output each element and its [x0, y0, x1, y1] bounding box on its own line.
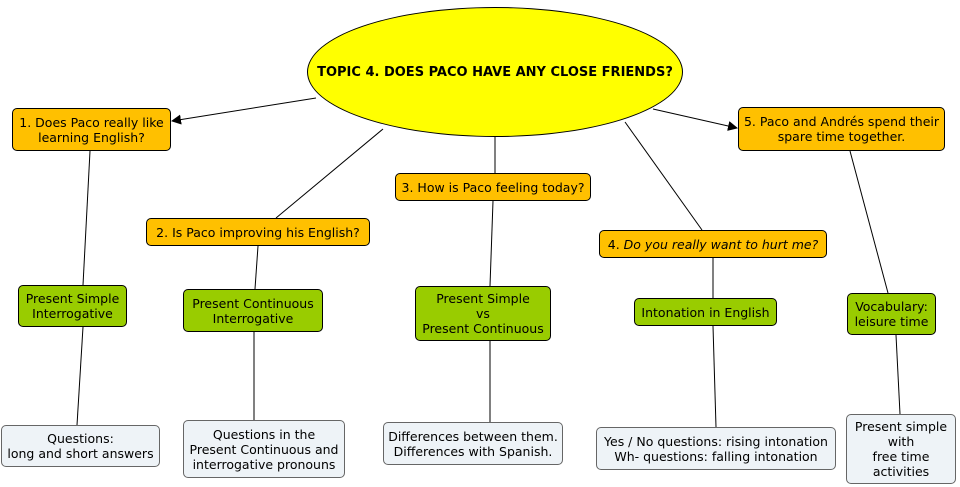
question-4-text: Do you really want to hurt me?	[623, 236, 819, 252]
connector-g5-d5	[895, 334, 901, 415]
grammar-3-box: Present Simple vs Present Continuous	[415, 286, 551, 341]
grammar-5-box: Vocabulary: leisure time	[847, 293, 936, 335]
connector-root-q2	[275, 128, 384, 219]
grammar-2-box: Present Continuous Interrogative	[183, 289, 323, 332]
detail-1-box: Questions: long and short answers	[1, 425, 160, 467]
connector-root-q1	[171, 97, 317, 125]
connector-q3-g3	[489, 200, 494, 287]
question-1-box: 1. Does Paco really like learning Englis…	[12, 108, 171, 151]
connector-q5-g5	[849, 150, 889, 294]
detail-4-box: Yes / No questions: rising intonation Wh…	[596, 427, 836, 470]
topic-title: TOPIC 4. DOES PACO HAVE ANY CLOSE FRIEND…	[307, 7, 683, 137]
connector-root-q4	[624, 121, 703, 231]
detail-2-box: Questions in the Present Continuous and …	[183, 420, 345, 478]
grammar-4-box: Intonation in English	[634, 298, 777, 326]
question-2-box: 2. Is Paco improving his English?	[146, 218, 370, 246]
grammar-1-box: Present Simple Interrogative	[18, 285, 127, 327]
detail-5-box: Present simple with free time activities	[846, 414, 956, 484]
question-4-box: 4. Do you really want to hurt me?	[599, 230, 827, 258]
detail-3-box: Differences between them. Differences wi…	[383, 422, 563, 465]
question-3-box: 3. How is Paco feeling today?	[395, 173, 591, 201]
connector-q2-g2	[254, 245, 259, 290]
connector-g4-d4	[712, 325, 717, 428]
connector-g1-d1	[76, 326, 84, 426]
question-5-box: 5. Paco and Andrés spend their spare tim…	[738, 107, 945, 151]
question-4-number: 4.	[607, 236, 620, 252]
connector-q1-g1	[82, 150, 91, 286]
connector-root-q5	[652, 108, 738, 131]
